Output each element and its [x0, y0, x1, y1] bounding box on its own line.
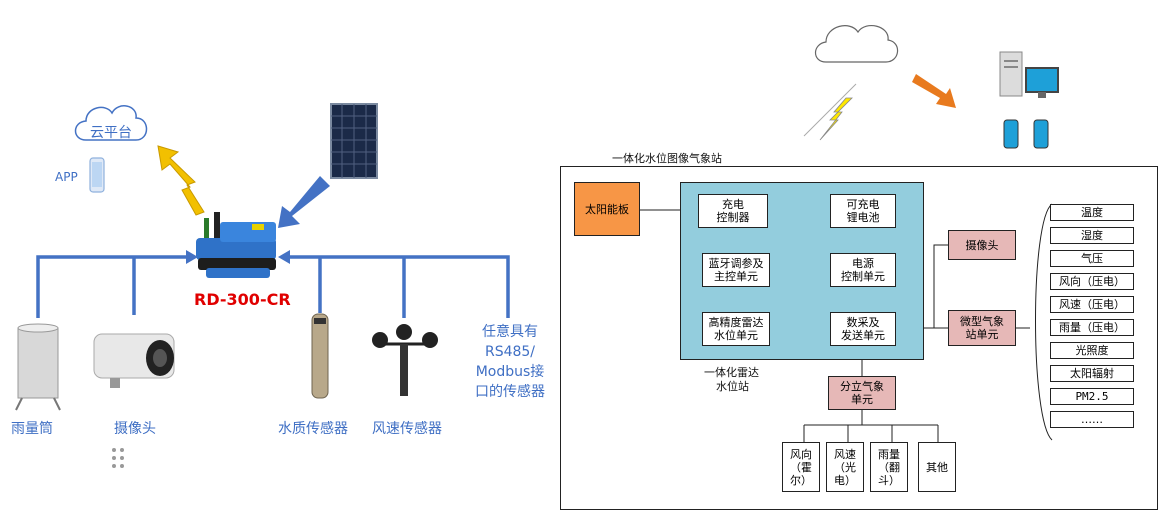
- split-item-wind-direction: 风向 （霍 尔）: [782, 442, 820, 492]
- cloud-icon: [814, 24, 899, 63]
- solar-input-arrow-icon: [278, 176, 330, 228]
- split-item-wind-speed-line-3: 电）: [834, 473, 856, 487]
- station-frame: [560, 166, 1158, 510]
- micro-item-humidity: 湿度: [1050, 227, 1134, 244]
- water-quality-sensor-icon: [311, 313, 329, 399]
- split-item-wind-direction-line-2: （霍: [790, 460, 812, 474]
- radar-line-1: 高精度雷达: [708, 316, 764, 329]
- lightning-icon: [803, 83, 857, 141]
- split-item-rain: 雨量 （翻 斗）: [870, 442, 908, 492]
- split-item-wind-direction-line-1: 风向: [790, 447, 812, 461]
- sensor-label-rain-gauge: 雨量筒: [11, 421, 53, 437]
- phone-icon: [89, 157, 105, 193]
- rs485-sensor-label: 任意具有 RS485/ Modbus接 口的传感器: [470, 322, 550, 402]
- micro-item-rain: 雨量（压电）: [1050, 319, 1134, 336]
- micro-weather-box: 微型气象 站单元: [948, 310, 1016, 346]
- radar-box: 高精度雷达 水位单元: [702, 312, 770, 346]
- micro-item-illuminance: 光照度: [1050, 342, 1134, 359]
- solar-panel-icon: [330, 103, 378, 179]
- radar-line-2: 水位单元: [714, 329, 758, 342]
- micro-item-temperature: 温度: [1050, 204, 1134, 221]
- power-box: 电源 控制单元: [830, 253, 896, 287]
- micro-weather-line-2: 站单元: [965, 328, 999, 341]
- bluetooth-box: 蓝牙调参及 主控单元: [702, 253, 770, 287]
- micro-item-pressure: 气压: [1050, 250, 1134, 267]
- data-transfer-arrow-icon: [912, 74, 956, 108]
- sensor-label-camera: 摄像头: [114, 421, 156, 437]
- left-bus-arrowhead: [186, 250, 198, 264]
- camera-box: 摄像头: [948, 230, 1016, 260]
- mobile-devices-icon: [1003, 119, 1049, 149]
- station-title: 一体化水位图像气象站: [612, 152, 722, 165]
- camera-icon: [93, 333, 175, 388]
- split-item-wind-direction-line-3: 尔）: [790, 473, 812, 487]
- uplink-arrow-icon: [157, 145, 205, 216]
- radar-station-label-line-2: 水位站: [716, 380, 749, 393]
- sensor-bus-lines: [36, 255, 510, 318]
- micro-item-more: ……: [1050, 411, 1134, 428]
- micro-item-wind-direction: 风向（压电）: [1050, 273, 1134, 290]
- charge-controller-box: 充电 控制器: [698, 194, 768, 228]
- solar-panel-box: 太阳能板: [574, 182, 640, 236]
- split-item-wind-speed-line-2: （光: [834, 460, 856, 474]
- micro-item-solar-radiation: 太阳辐射: [1050, 365, 1134, 382]
- rd300-device-icon: [196, 212, 276, 278]
- radar-station-label-line-1: 一体化雷达: [704, 366, 759, 379]
- server-pc-icon: [999, 51, 1059, 98]
- battery-line-2: 锂电池: [846, 211, 880, 224]
- data-tx-line-2: 发送单元: [841, 329, 885, 342]
- micro-item-pm25: PM2.5: [1050, 388, 1134, 405]
- charge-controller-line-1: 充电: [722, 198, 744, 211]
- split-item-rain-line-2: （翻: [878, 460, 900, 474]
- power-line-2: 控制单元: [841, 270, 885, 283]
- split-weather-box: 分立气象 单元: [828, 376, 896, 410]
- split-item-rain-line-1: 雨量: [878, 447, 900, 461]
- micro-item-wind-speed: 风速（压电）: [1050, 296, 1134, 313]
- charge-controller-line-2: 控制器: [716, 211, 750, 224]
- rs485-line-3: Modbus接: [475, 364, 545, 380]
- rs485-line-2: RS485/: [484, 344, 536, 360]
- split-item-wind-speed: 风速 （光 电）: [826, 442, 864, 492]
- bluetooth-line-2: 主控单元: [714, 270, 758, 283]
- battery-box: 可充电 锂电池: [830, 194, 896, 228]
- sensor-label-water-quality: 水质传感器: [278, 421, 348, 437]
- bluetooth-line-1: 蓝牙调参及: [708, 257, 764, 270]
- split-weather-line-2: 单元: [851, 393, 873, 406]
- split-weather-line-1: 分立气象: [840, 380, 884, 393]
- app-label: APP: [55, 170, 78, 184]
- split-item-rain-line-3: 斗）: [878, 473, 900, 487]
- micro-weather-line-1: 微型气象: [960, 315, 1004, 328]
- cloud-platform-label: 云平台: [90, 125, 132, 141]
- device-label: RD-300-CR: [194, 290, 291, 309]
- battery-line-1: 可充电: [846, 198, 880, 211]
- data-tx-box: 数采及 发送单元: [830, 312, 896, 346]
- data-tx-line-1: 数采及: [846, 316, 880, 329]
- anemometer-icon: [372, 324, 438, 396]
- split-item-wind-speed-line-1: 风速: [834, 447, 856, 461]
- rain-gauge-icon: [15, 323, 61, 411]
- power-line-1: 电源: [852, 257, 874, 270]
- more-dots-icon: [112, 448, 124, 468]
- right-bus-arrowhead: [278, 250, 290, 264]
- rs485-line-4: 口的传感器: [475, 384, 545, 400]
- rs485-line-1: 任意具有: [482, 324, 538, 340]
- radar-station-label: 一体化雷达 水位站: [704, 366, 759, 394]
- cloud-platform-icon: [74, 105, 148, 141]
- sensor-label-wind-speed: 风速传感器: [372, 421, 442, 437]
- split-item-other: 其他: [918, 442, 956, 492]
